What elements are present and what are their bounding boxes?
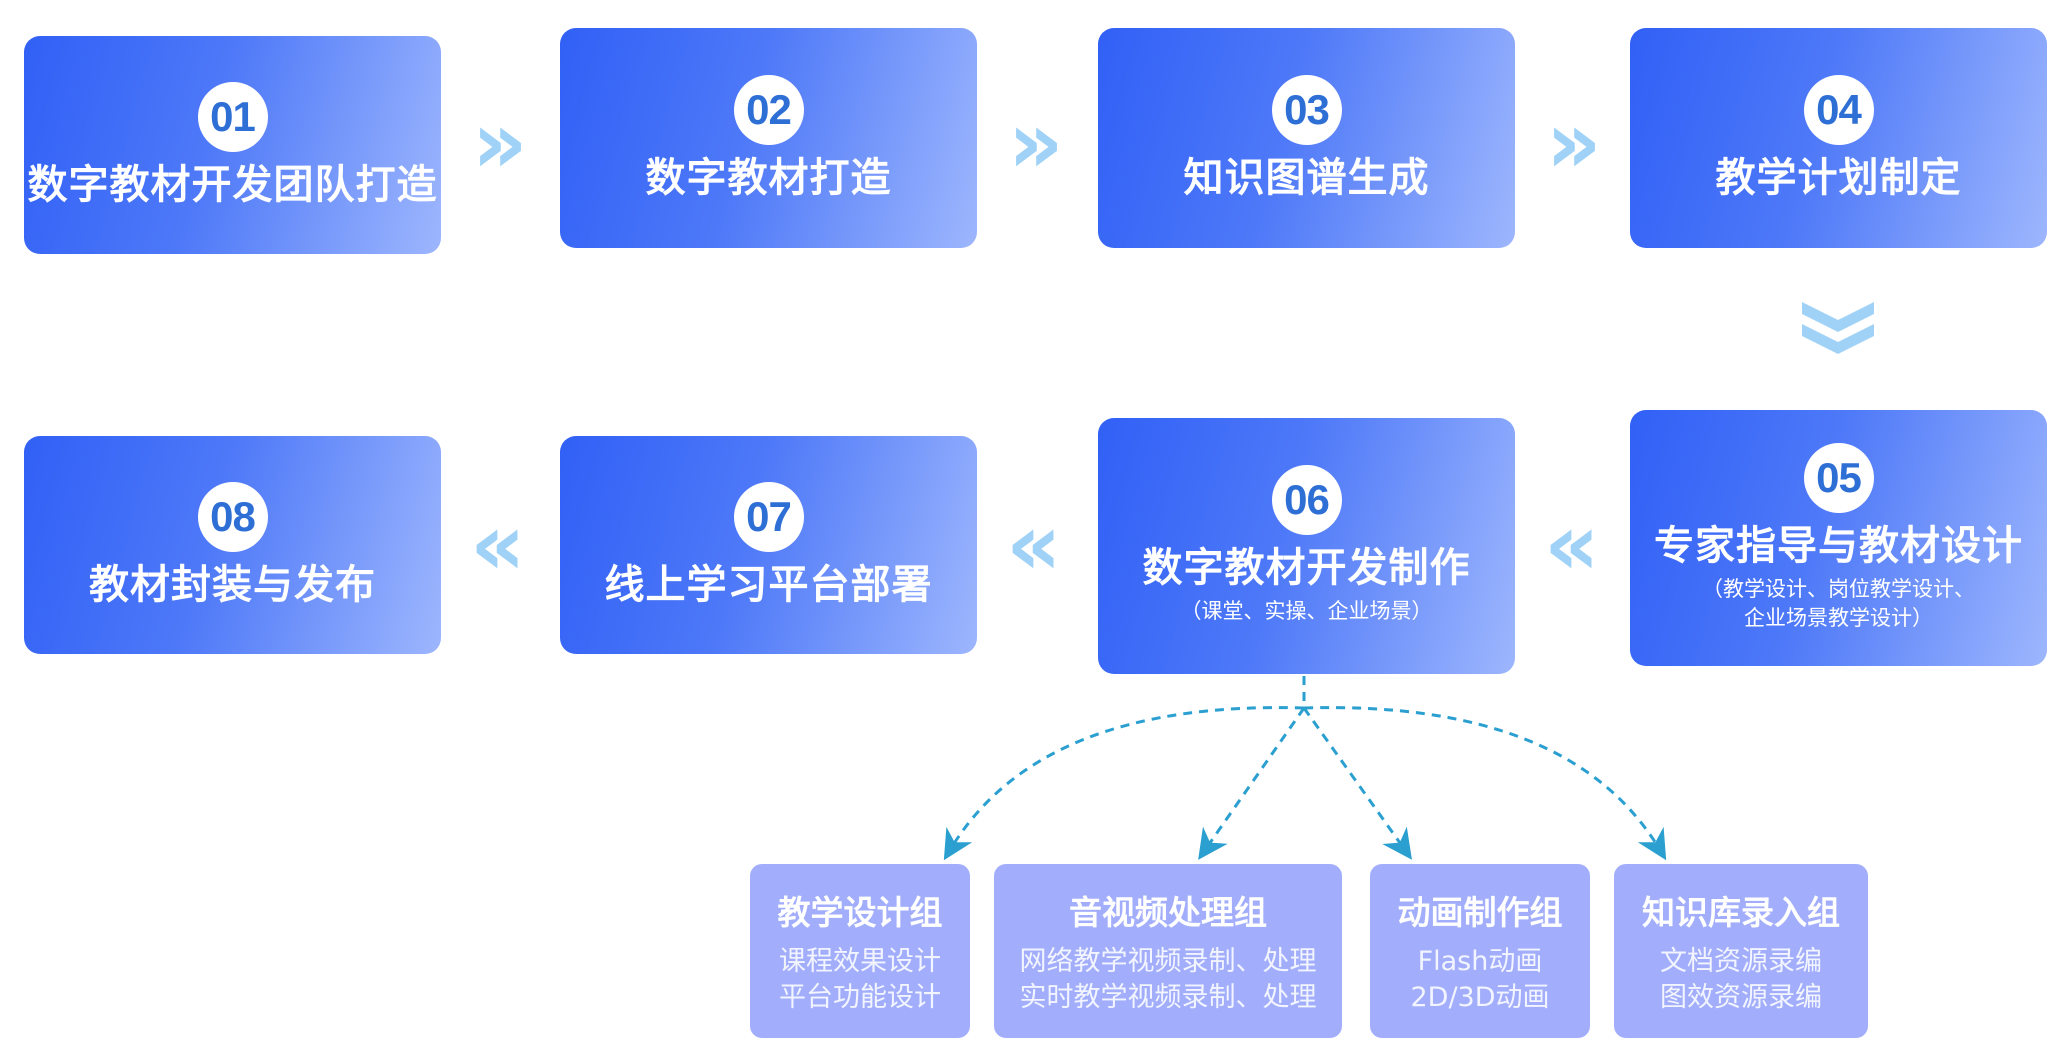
group-animation: 动画制作组 Flash动画 2D/3D动画	[1370, 864, 1590, 1038]
arrow-down-icon	[1802, 302, 1874, 354]
group-title: 教学设计组	[777, 892, 943, 932]
connector-to-group-3	[1302, 707, 1412, 860]
step-title: 数字教材打造	[645, 155, 892, 201]
step-02: 02 数字教材打造	[560, 28, 977, 248]
step-05: 05 专家指导与教材设计 （教学设计、岗位教学设计、 企业场景教学设计）	[1630, 410, 2047, 666]
connector-to-group-4	[1303, 706, 1667, 861]
connector-to-group-2	[1198, 707, 1306, 860]
step-title: 教学计划制定	[1715, 155, 1962, 201]
arrow-left-icon: «	[1544, 495, 1600, 595]
arrow-right-icon: »	[472, 93, 528, 193]
step-subtitle-2: 企业场景教学设计）	[1744, 606, 1933, 630]
step-title: 知识图谱生成	[1183, 155, 1430, 201]
group-item: 文档资源录编	[1660, 945, 1822, 977]
group-item: 网络教学视频录制、处理	[1019, 945, 1317, 977]
group-title: 动画制作组	[1397, 892, 1563, 932]
step-number: 03	[1271, 75, 1342, 145]
group-item: Flash动画	[1417, 945, 1543, 977]
step-title: 线上学习平台部署	[604, 562, 933, 608]
arrow-right-icon: »	[1546, 93, 1602, 193]
step-number: 04	[1803, 75, 1874, 145]
step-01: 01 数字教材开发团队打造	[24, 36, 441, 254]
group-item: 图效资源录编	[1660, 982, 1822, 1013]
step-number: 01	[197, 82, 268, 152]
group-teaching-design: 教学设计组 课程效果设计 平台功能设计	[750, 864, 970, 1038]
group-item: 2D/3D动画	[1410, 982, 1550, 1013]
step-07: 07 线上学习平台部署	[560, 436, 977, 654]
arrow-left-icon: «	[470, 495, 526, 595]
step-number: 02	[733, 75, 804, 145]
connector-to-group-1	[943, 706, 1305, 861]
step-number: 07	[733, 482, 804, 552]
group-item: 课程效果设计	[779, 945, 941, 977]
step-subtitle: （课堂、实操、企业场景）	[1180, 599, 1433, 624]
step-title: 教材封装与发布	[89, 562, 376, 608]
step-03: 03 知识图谱生成	[1098, 28, 1515, 248]
step-subtitle: （教学设计、岗位教学设计、	[1702, 576, 1975, 601]
step-04: 04 教学计划制定	[1630, 28, 2047, 248]
group-item: 平台功能设计	[779, 982, 941, 1013]
group-knowledge-base: 知识库录入组 文档资源录编 图效资源录编	[1614, 864, 1868, 1038]
group-av-processing: 音视频处理组 网络教学视频录制、处理 实时教学视频录制、处理	[994, 864, 1342, 1038]
step-number: 05	[1803, 442, 1874, 513]
step-number: 08	[197, 482, 268, 552]
step-title: 数字教材开发制作	[1142, 545, 1471, 592]
group-title: 知识库录入组	[1642, 892, 1840, 932]
step-number: 06	[1271, 465, 1342, 536]
step-06: 06 数字教材开发制作 （课堂、实操、企业场景）	[1098, 418, 1515, 674]
step-08: 08 教材封装与发布	[24, 436, 441, 654]
step-title: 专家指导与教材设计	[1654, 522, 2023, 569]
group-item: 实时教学视频录制、处理	[1019, 982, 1317, 1013]
arrow-right-icon: »	[1008, 93, 1064, 193]
arrow-left-icon: «	[1006, 495, 1062, 595]
step-title: 数字教材开发团队打造	[27, 162, 438, 208]
group-title: 音视频处理组	[1069, 892, 1267, 932]
